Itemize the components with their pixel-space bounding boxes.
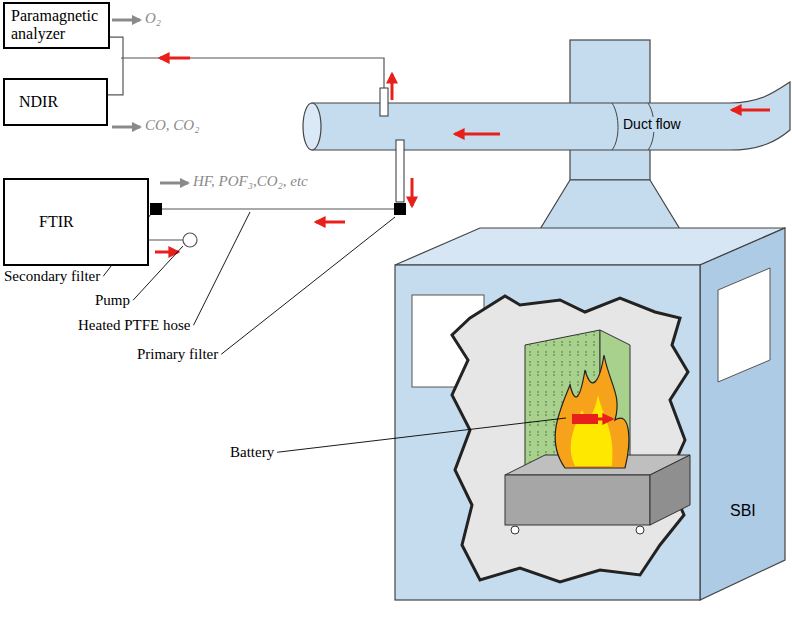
secondary-filter	[150, 203, 162, 215]
flame-core	[571, 395, 613, 466]
part-label: SBI	[730, 502, 756, 520]
part-label: Pump	[95, 292, 130, 309]
cutaway	[452, 296, 688, 582]
leader-line	[277, 418, 566, 452]
flow-arrow	[391, 74, 394, 100]
part-label: Heated PTFE hose	[78, 317, 190, 334]
leader-line	[221, 217, 395, 354]
flow-arrow	[732, 109, 770, 112]
flow-arrow	[316, 221, 345, 224]
duct-end	[303, 103, 321, 150]
flow-arrow	[455, 133, 500, 136]
analyzer-box: NDIR	[3, 78, 108, 126]
output-arrow	[112, 126, 140, 129]
trolley-side	[650, 455, 690, 525]
analyzer-box: Paramagnetic analyzer	[3, 2, 110, 49]
part-label: Secondary filter	[4, 268, 100, 285]
trolley-front	[505, 475, 650, 525]
part-label: Battery	[230, 444, 274, 461]
box-label: NDIR	[19, 93, 58, 111]
flow-arrow	[155, 251, 178, 254]
part-label: Primary filter	[137, 346, 218, 363]
sample-line	[108, 37, 123, 95]
cabinet-side	[700, 228, 785, 600]
heated-hose	[162, 208, 394, 209]
sample-line	[121, 58, 384, 88]
gas-list: O₂	[145, 10, 161, 27]
gas-list: HF, POF₃,CO₂, etc	[193, 173, 308, 190]
box-label: Paramagnetic analyzer	[11, 7, 102, 44]
battery	[572, 414, 598, 424]
output-arrow	[112, 19, 140, 22]
gas-list: CO, CO₂	[145, 117, 199, 134]
pump-symbol	[183, 233, 197, 247]
analyzer-box: FTIR	[3, 178, 149, 266]
output-arrow	[160, 182, 188, 185]
box-label: FTIR	[39, 213, 74, 231]
upper-probe	[380, 88, 388, 116]
primary-filter	[394, 203, 406, 215]
flame	[555, 355, 629, 468]
flow-arrow	[160, 57, 190, 60]
leader-line	[193, 212, 250, 325]
flow-arrow	[411, 178, 414, 206]
part-label: Duct flow	[620, 117, 684, 132]
lower-probe	[396, 140, 404, 202]
duct	[312, 82, 790, 150]
window	[718, 268, 770, 382]
